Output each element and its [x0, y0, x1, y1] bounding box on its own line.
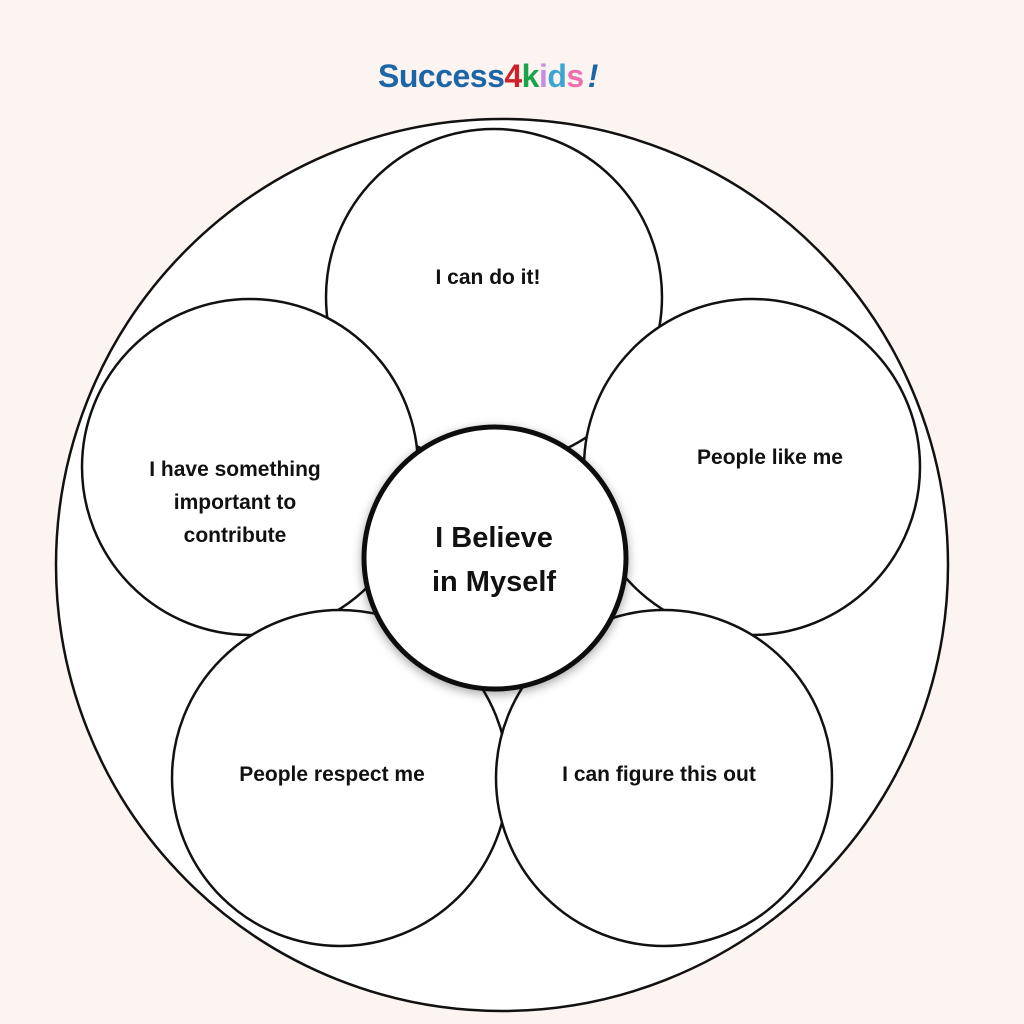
logo-bang: ! [587, 58, 599, 94]
petal-bottom-right [494, 608, 834, 948]
logo-i: i [538, 58, 548, 94]
petal-top-label: I can do it! [436, 266, 541, 289]
petal-left-label-1: I have something [149, 458, 321, 481]
logo-s: s [566, 58, 584, 94]
logo-4: 4 [504, 58, 522, 94]
petal-left-label-2: important to [174, 491, 296, 514]
logo-d: d [547, 58, 567, 94]
success4kids-logo: Success4kids! [378, 58, 598, 95]
logo-k: k [521, 58, 540, 94]
petal-bottom-right-label: I can figure this out [562, 763, 756, 786]
petal-bottom-left-label: People respect me [239, 763, 425, 786]
center-label-1: I Believe [435, 522, 553, 554]
logo-success: Success [378, 58, 505, 94]
petal-left-label-3: contribute [184, 524, 287, 547]
center-circle [361, 424, 629, 692]
petal-right-label: People like me [697, 446, 843, 469]
center-label-2: in Myself [432, 566, 556, 598]
